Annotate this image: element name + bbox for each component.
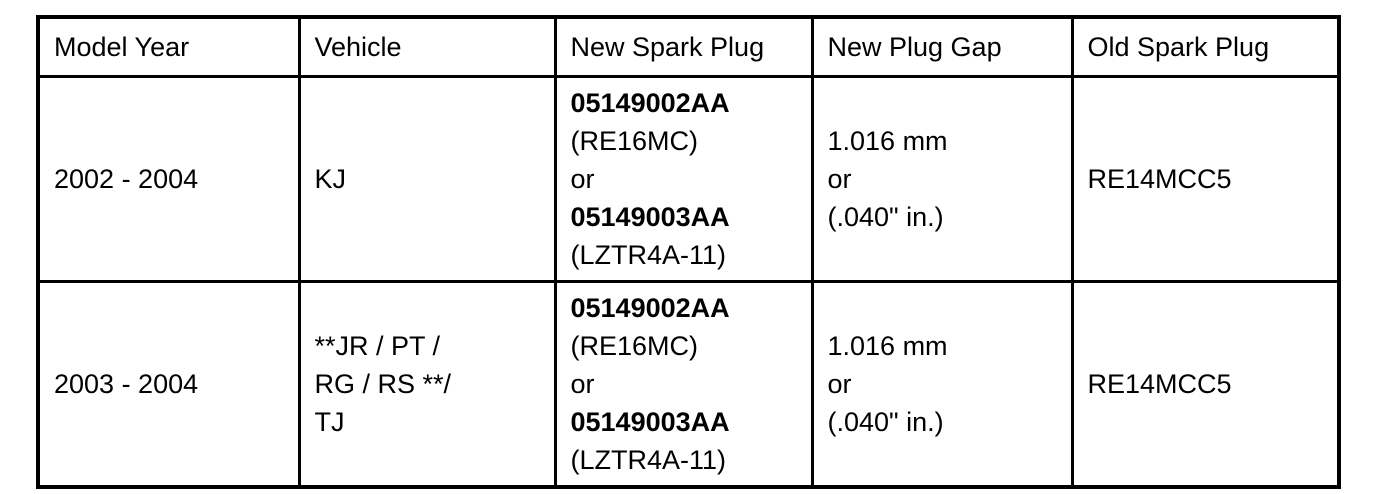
plug-code: (RE16MC) — [570, 330, 699, 361]
vehicle-cell: **JR / PT / RG / RS **/ TJ — [297, 280, 557, 488]
plug-code: (RE16MC) — [570, 126, 699, 156]
vehicle-line: **JR / PT / — [314, 330, 441, 361]
table-header-row: Model Year Vehicle New Spark Plug New Pl… — [36, 15, 1341, 78]
gap-imperial: (.040" in.) — [827, 406, 944, 437]
part-number: 05149003AA — [570, 202, 730, 232]
gap-imperial: (.040" in.) — [827, 202, 944, 232]
table-row: 2002 - 2004 KJ 05149002AA (RE16MC) or 05… — [36, 75, 1341, 283]
gap-metric: 1.016 mm — [827, 126, 948, 156]
vehicle-line: KJ — [314, 164, 347, 194]
new-plug-gap-cell: 1.016 mm or (.040" in.) — [810, 75, 1074, 283]
vehicle-cell: KJ — [297, 75, 557, 283]
or-separator: or — [827, 164, 852, 194]
header-old-spark-plug: Old Spark Plug — [1070, 15, 1341, 78]
new-spark-plug-cell: 05149002AA (RE16MC) or 05149003AA (LZTR4… — [553, 280, 814, 488]
old-spark-plug-cell: RE14MCC5 — [1070, 280, 1341, 488]
plug-code: (LZTR4A-11) — [570, 444, 727, 475]
old-spark-plug-cell: RE14MCC5 — [1070, 75, 1341, 283]
new-plug-gap-cell: 1.016 mm or (.040" in.) — [810, 280, 1074, 488]
vehicle-line: TJ — [314, 406, 345, 437]
part-number: 05149002AA — [570, 88, 730, 118]
part-number: 05149002AA — [570, 292, 730, 323]
header-new-plug-gap: New Plug Gap — [810, 15, 1074, 78]
table-row: 2003 - 2004 **JR / PT / RG / RS **/ TJ 0… — [36, 280, 1341, 488]
plug-code: (LZTR4A-11) — [570, 240, 727, 270]
vehicle-line: RG / RS **/ — [314, 368, 452, 399]
spark-plug-table: Model Year Vehicle New Spark Plug New Pl… — [36, 15, 1341, 489]
header-model-year: Model Year — [36, 15, 301, 78]
gap-metric: 1.016 mm — [827, 330, 948, 361]
model-year-cell: 2003 - 2004 — [36, 280, 301, 488]
header-vehicle: Vehicle — [297, 15, 557, 78]
or-separator: or — [827, 368, 852, 399]
header-new-spark-plug: New Spark Plug — [553, 15, 814, 78]
or-separator: or — [570, 164, 595, 194]
or-separator: or — [570, 368, 595, 399]
new-spark-plug-cell: 05149002AA (RE16MC) or 05149003AA (LZTR4… — [553, 75, 814, 283]
model-year-cell: 2002 - 2004 — [36, 75, 301, 283]
part-number: 05149003AA — [570, 406, 730, 437]
